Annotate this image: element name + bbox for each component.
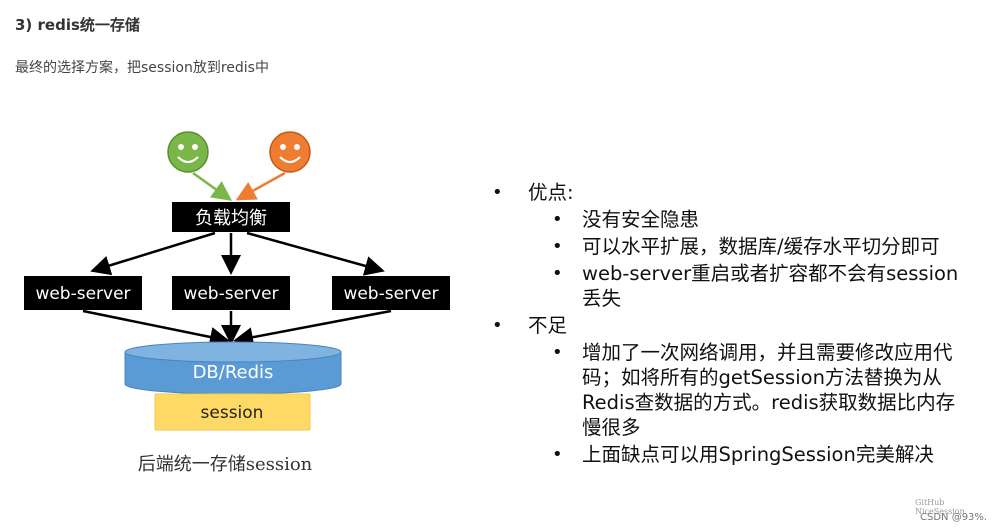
web-server-label-1: web-server	[35, 284, 130, 304]
pros-item: 优点: 没有安全隐患 可以水平扩展，数据库/缓存水平切分即可 web-serve…	[492, 180, 962, 311]
db-redis-label: DB/Redis	[193, 362, 274, 383]
db-redis-cylinder	[124, 341, 342, 395]
web-server-node-1	[24, 276, 142, 310]
user-orange-smiley-icon	[269, 131, 311, 173]
section-heading: 3) redis统一存储	[15, 16, 140, 34]
watermark-github: GitHub NiceSession	[915, 498, 965, 516]
web-server-label-3: web-server	[343, 284, 438, 304]
con-item-1: 增加了一次网络调用，并且需要修改应用代码；如将所有的getSession方法替换…	[528, 340, 962, 440]
load-balancer-node	[172, 202, 290, 232]
server-1-to-db-arrow	[82, 309, 230, 347]
lb-to-server-3-arrow	[246, 231, 385, 276]
web-server-node-3	[332, 276, 450, 310]
pro-item-1: 没有安全隐患	[528, 207, 962, 232]
con-item-2: 上面缺点可以用SpringSession完美解决	[528, 442, 962, 467]
pros-label: 优点:	[528, 181, 574, 204]
lb-to-server-1-arrow	[90, 231, 216, 276]
diagram-caption: 后端统一存储session	[138, 454, 313, 475]
user-orange-arrow	[235, 171, 286, 201]
pros-cons-list: 优点: 没有安全隐患 可以水平扩展，数据库/缓存水平切分即可 web-serve…	[492, 180, 962, 469]
web-server-node-2	[172, 276, 290, 310]
load-balancer-label: 负载均衡	[195, 208, 267, 229]
architecture-diagram: 负载均衡 web-server web-server web-server DB…	[24, 131, 450, 475]
cons-label: 不足	[528, 314, 568, 337]
session-box	[154, 393, 311, 431]
server-3-to-db-arrow	[233, 309, 392, 348]
user-green-arrow	[192, 171, 233, 201]
user-green-smiley-icon	[167, 131, 209, 173]
pro-item-3: web-server重启或者扩容都不会有session丢失	[528, 261, 962, 311]
pro-item-2: 可以水平扩展，数据库/缓存水平切分即可	[528, 234, 962, 259]
web-server-label-2: web-server	[183, 284, 278, 304]
session-label: session	[201, 403, 264, 423]
intro-text: 最终的选择方案，把session放到redis中	[15, 60, 269, 76]
watermark-csdn: CSDN @93%.	[920, 512, 988, 523]
cons-item: 不足 增加了一次网络调用，并且需要修改应用代码；如将所有的getSession方…	[492, 313, 962, 467]
